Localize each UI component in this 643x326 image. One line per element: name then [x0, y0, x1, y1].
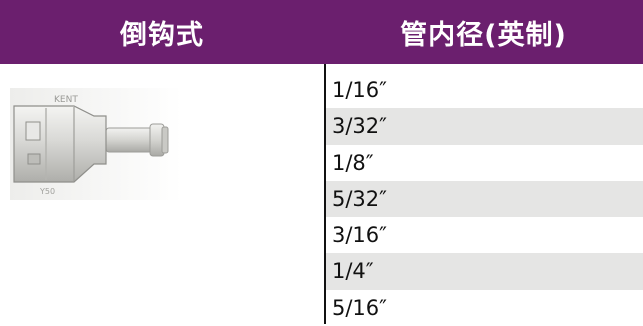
size-row: 1/16″ [326, 72, 643, 108]
size-row: 3/32″ [326, 108, 643, 145]
table-header: 倒钩式 管内径(英制) [0, 0, 643, 64]
size-row: 1/8″ [326, 145, 643, 181]
size-label: 1/4″ [332, 259, 374, 284]
size-row: 3/16″ [326, 217, 643, 253]
size-row: 5/32″ [326, 180, 643, 218]
column-divider [324, 64, 326, 324]
tube-size-list: 1/16″ 3/32″ 1/8″ 5/32″ 3/16″ 1/4″ 5/16″ [326, 72, 643, 326]
size-label: 3/16″ [332, 223, 388, 248]
column-header-tube-id: 管内径(英制) [400, 19, 567, 51]
size-row: 1/4″ [326, 253, 643, 290]
size-label: 1/8″ [332, 150, 374, 175]
embossed-y50-text: Y50 [39, 187, 55, 196]
barb-fitting-image: KENT Y50 [10, 88, 182, 200]
size-label: 5/32″ [332, 186, 388, 211]
size-label: 5/16″ [332, 295, 388, 320]
size-row: 5/16″ [326, 290, 643, 326]
size-label: 1/16″ [332, 78, 388, 102]
column-header-barb-type: 倒钩式 [120, 19, 204, 51]
size-label: 3/32″ [332, 114, 388, 139]
embossed-kent-text: KENT [54, 95, 78, 105]
